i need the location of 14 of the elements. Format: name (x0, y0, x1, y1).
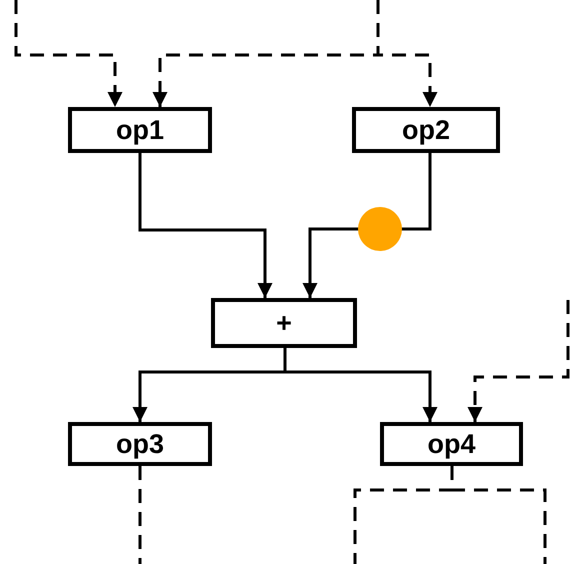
operation-box (352, 107, 500, 153)
operation-label: op4 (427, 430, 476, 458)
operation-label: + (276, 310, 292, 336)
arrow (14, 0, 122, 107)
operation-label: op3 (116, 430, 164, 458)
operation-box (68, 422, 212, 466)
operation-label: op2 (402, 116, 450, 144)
operation-box (211, 298, 357, 348)
arrow (138, 153, 272, 298)
operation-box (380, 422, 523, 466)
operation-box (68, 107, 212, 153)
arrow (284, 348, 438, 422)
operation-label: op1 (116, 116, 164, 144)
arrow (468, 300, 570, 422)
